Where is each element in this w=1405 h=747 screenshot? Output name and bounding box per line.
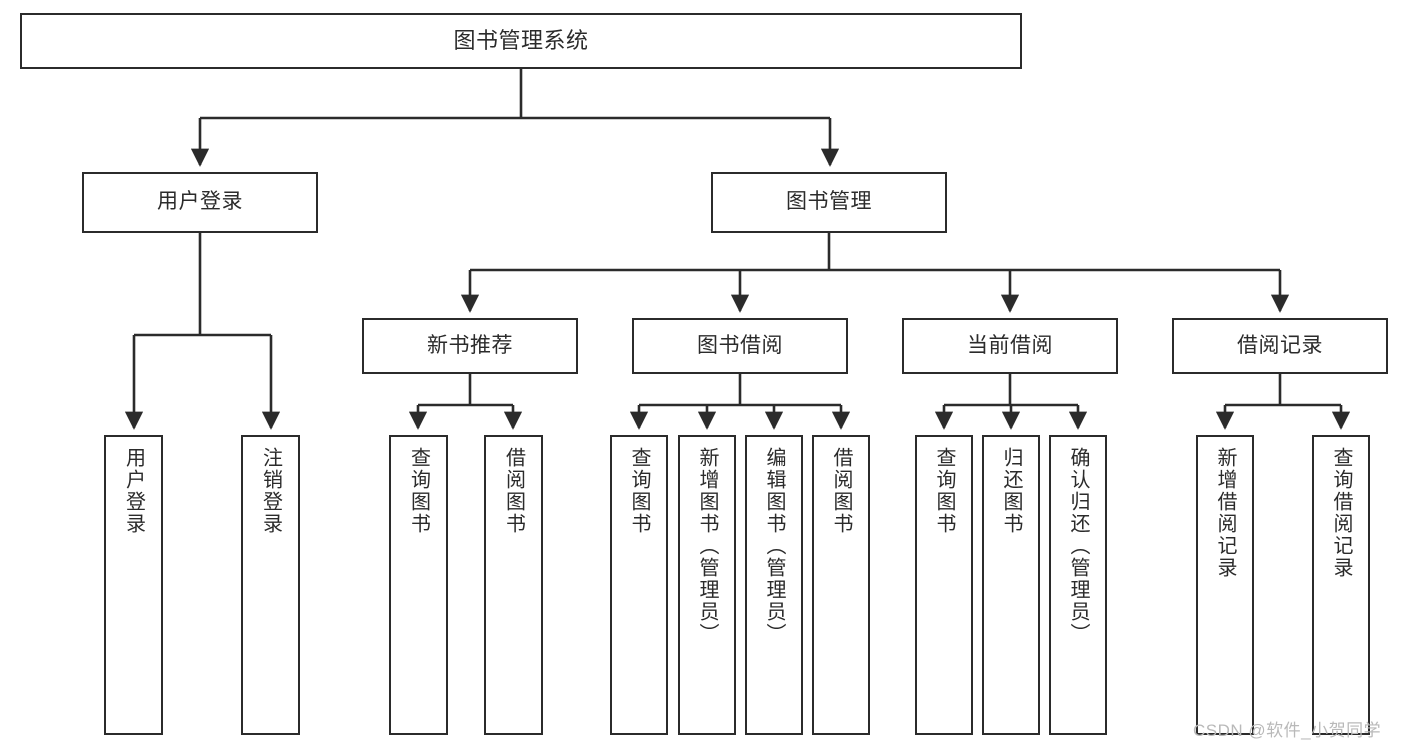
node-leaf-edit-book-label: 编辑图书（管理员） — [763, 447, 785, 645]
node-leaf-borrow-book-1-label: 借阅图书 — [502, 447, 525, 535]
node-root-label: 图书管理系统 — [453, 28, 589, 54]
node-new-book-recommend-label: 新书推荐 — [427, 333, 513, 357]
node-leaf-query-record-label: 查询借阅记录 — [1330, 447, 1352, 579]
node-leaf-confirm-return-label: 确认归还（管理员） — [1067, 447, 1089, 645]
node-leaf-query-record[interactable]: 查询借阅记录 — [1312, 435, 1370, 735]
node-book-management[interactable]: 图书管理 — [711, 172, 947, 233]
node-leaf-borrow-book-2-label: 借阅图书 — [830, 447, 852, 535]
node-book-borrow[interactable]: 图书借阅 — [632, 318, 848, 374]
node-current-borrow-label: 当前借阅 — [967, 333, 1053, 357]
node-leaf-add-book[interactable]: 新增图书（管理员） — [678, 435, 736, 735]
node-leaf-query-book-2[interactable]: 查询图书 — [610, 435, 668, 735]
node-leaf-confirm-return[interactable]: 确认归还（管理员） — [1049, 435, 1107, 735]
node-leaf-user-login-label: 用户登录 — [122, 447, 145, 535]
node-leaf-add-record[interactable]: 新增借阅记录 — [1196, 435, 1254, 735]
node-leaf-query-book-1-label: 查询图书 — [407, 447, 430, 535]
node-leaf-borrow-book-1[interactable]: 借阅图书 — [484, 435, 543, 735]
node-leaf-query-book-3[interactable]: 查询图书 — [915, 435, 973, 735]
node-leaf-return-book[interactable]: 归还图书 — [982, 435, 1040, 735]
node-leaf-edit-book[interactable]: 编辑图书（管理员） — [745, 435, 803, 735]
node-leaf-borrow-book-2[interactable]: 借阅图书 — [812, 435, 870, 735]
node-new-book-recommend[interactable]: 新书推荐 — [362, 318, 578, 374]
node-borrow-record[interactable]: 借阅记录 — [1172, 318, 1388, 374]
node-current-borrow[interactable]: 当前借阅 — [902, 318, 1118, 374]
node-leaf-return-book-label: 归还图书 — [1000, 447, 1022, 535]
node-book-management-label: 图书管理 — [786, 190, 872, 214]
node-user-login-label: 用户登录 — [157, 190, 243, 214]
node-leaf-logout-label: 注销登录 — [259, 447, 282, 535]
node-leaf-query-book-1[interactable]: 查询图书 — [389, 435, 448, 735]
node-leaf-user-login[interactable]: 用户登录 — [104, 435, 163, 735]
node-leaf-query-book-2-label: 查询图书 — [628, 447, 650, 535]
node-leaf-logout[interactable]: 注销登录 — [241, 435, 300, 735]
node-leaf-add-book-label: 新增图书（管理员） — [696, 447, 718, 645]
node-book-borrow-label: 图书借阅 — [697, 333, 783, 357]
node-root[interactable]: 图书管理系统 — [20, 13, 1022, 69]
node-leaf-query-book-3-label: 查询图书 — [933, 447, 955, 535]
node-leaf-add-record-label: 新增借阅记录 — [1214, 447, 1236, 579]
node-user-login[interactable]: 用户登录 — [82, 172, 318, 233]
node-borrow-record-label: 借阅记录 — [1237, 333, 1323, 357]
